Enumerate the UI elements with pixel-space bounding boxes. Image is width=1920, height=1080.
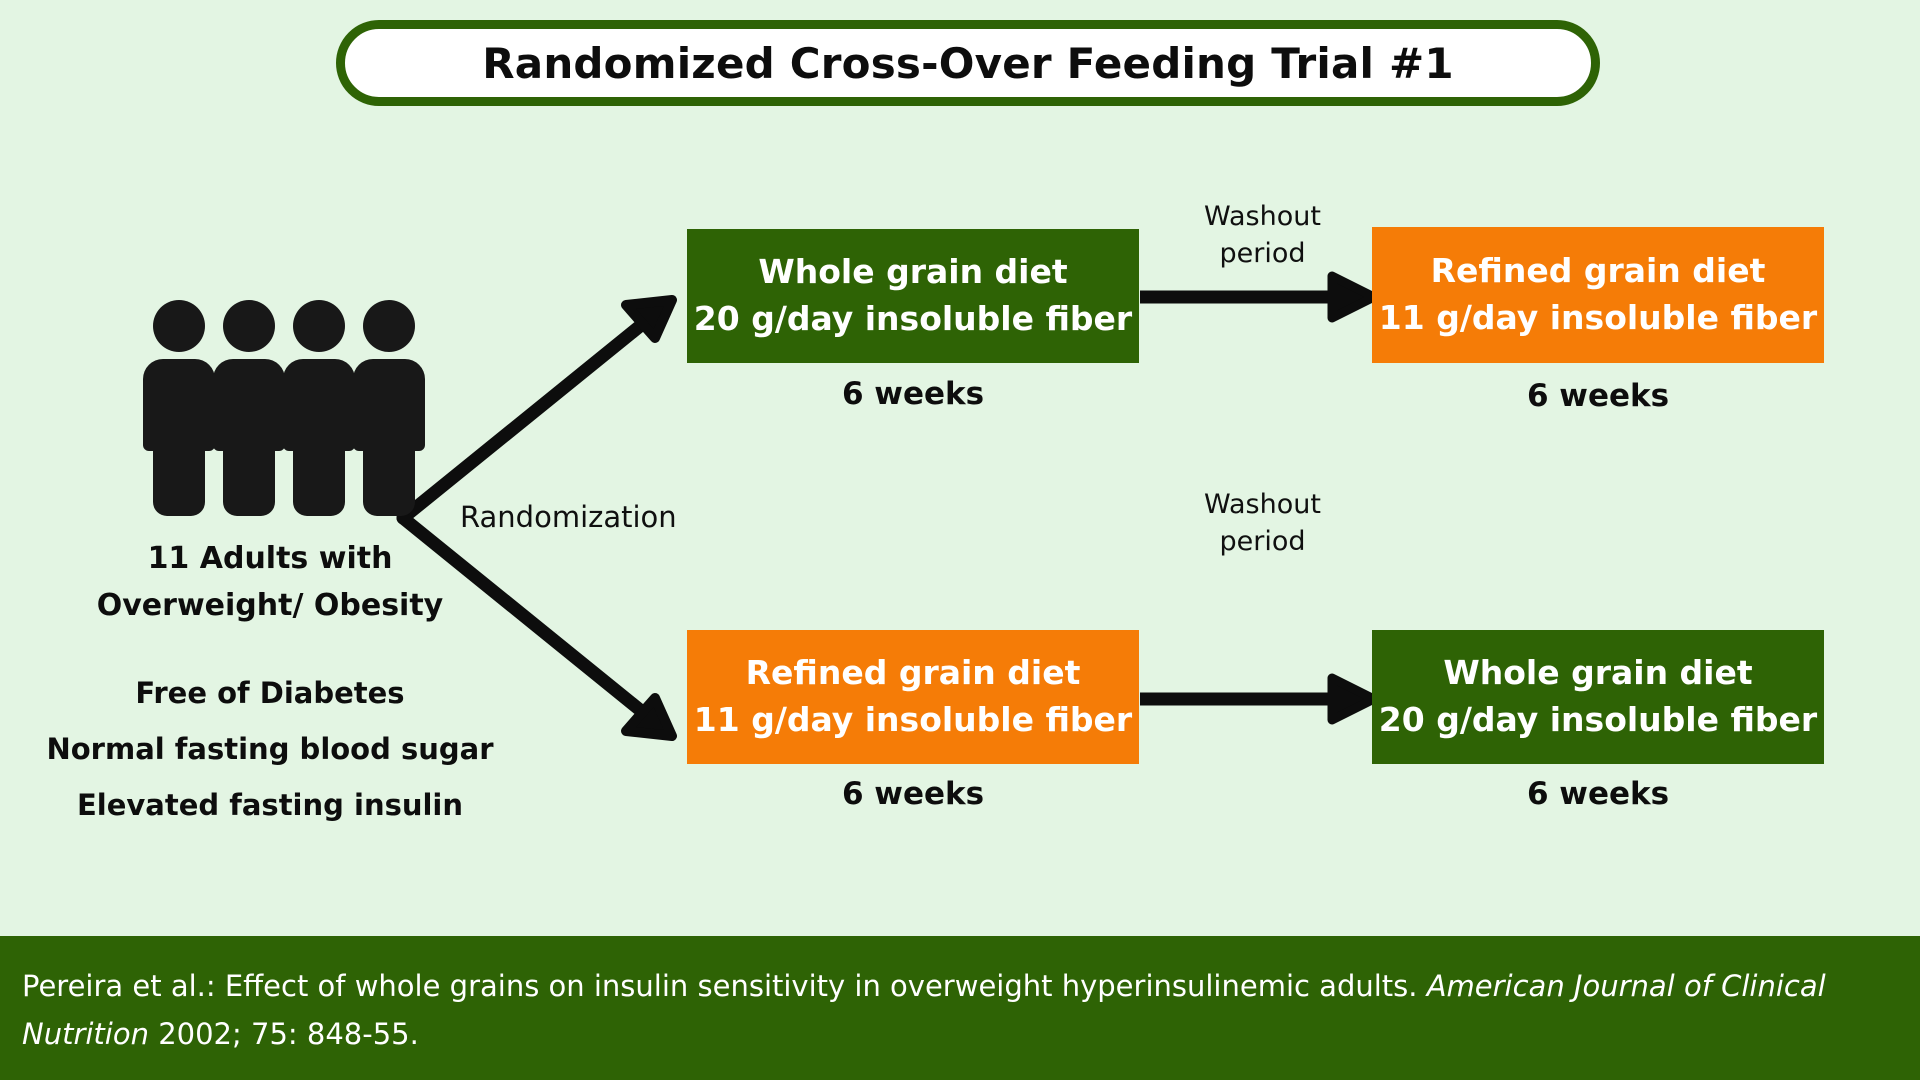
randomization-arrow-up [396, 295, 677, 525]
diet-name: Whole grain diet [758, 252, 1068, 291]
arm-bottom-period1-duration: 6 weeks [841, 776, 985, 812]
arm-bottom-period2-duration: 6 weeks [1526, 776, 1670, 812]
arm-bottom-washout-label: Washout period [1135, 486, 1390, 560]
person-body [283, 359, 355, 451]
cohort-label-line1: 11 Adults with [147, 541, 393, 576]
arm-top-period1-box: Whole grain diet 20 g/day insoluble fibe… [687, 229, 1139, 363]
title-pill: Randomized Cross-Over Feeding Trial #1 [336, 20, 1600, 106]
washout-line2: period [1219, 238, 1306, 269]
washout-arrow-bottom [1140, 673, 1379, 725]
citation-band: Pereira et al.: Effect of whole grains o… [0, 936, 1920, 1080]
arm-top-period2-box: Refined grain diet 11 g/day insoluble fi… [1372, 227, 1824, 363]
fiber-amount: 20 g/day insoluble fiber [693, 299, 1133, 338]
page-title: Randomized Cross-Over Feeding Trial #1 [482, 38, 1454, 88]
diet-name: Refined grain diet [745, 653, 1081, 692]
person-head [223, 300, 275, 352]
criteria-item: Elevated fasting insulin [76, 788, 464, 822]
person-head [293, 300, 345, 352]
criteria-item: Normal fasting blood sugar [46, 732, 494, 766]
diet-name: Whole grain diet [1443, 653, 1753, 692]
arm-top-period2-duration: 6 weeks [1526, 378, 1670, 414]
person-icon [140, 300, 218, 516]
arm-top-period1-duration: 6 weeks [841, 376, 985, 412]
citation-part2: 2002; 75: 848-55. [148, 1017, 419, 1051]
arm-top-washout-label: Washout period [1135, 198, 1390, 272]
fiber-amount: 11 g/day insoluble fiber [693, 700, 1133, 739]
person-icon [210, 300, 288, 516]
person-head [153, 300, 205, 352]
citation-journal: American Journal of Clinical Nutrition [22, 969, 1826, 1051]
arm-bottom-period1-box: Refined grain diet 11 g/day insoluble fi… [687, 630, 1139, 764]
person-legs [223, 440, 275, 516]
person-head [363, 300, 415, 352]
diet-name: Refined grain diet [1430, 251, 1766, 290]
arm-bottom-period2-box: Whole grain diet 20 g/day insoluble fibe… [1372, 630, 1824, 764]
citation-text: Pereira et al.: Effect of whole grains o… [22, 962, 1898, 1058]
four-people-icon [140, 300, 430, 516]
cohort-label: 11 Adults with Overweight/ Obesity [20, 535, 520, 629]
washout-line1: Washout [1204, 489, 1321, 520]
person-legs [363, 440, 415, 516]
fiber-amount: 11 g/day insoluble fiber [1378, 298, 1818, 337]
person-legs [293, 440, 345, 516]
citation-part1: Pereira et al.: Effect of whole grains o… [22, 969, 1427, 1003]
washout-line1: Washout [1204, 201, 1321, 232]
person-icon [280, 300, 358, 516]
person-legs [153, 440, 205, 516]
criteria-item: Free of Diabetes [135, 676, 405, 710]
inclusion-criteria-list: Free of Diabetes Normal fasting blood su… [10, 665, 530, 833]
person-body [353, 359, 425, 451]
person-icon [350, 300, 428, 516]
cohort-label-line2: Overweight/ Obesity [96, 588, 444, 623]
fiber-amount: 20 g/day insoluble fiber [1378, 700, 1818, 739]
person-body [213, 359, 285, 451]
washout-line2: period [1219, 526, 1306, 557]
randomization-label: Randomization [460, 500, 677, 534]
washout-arrow-top [1140, 271, 1379, 323]
person-body [143, 359, 215, 451]
